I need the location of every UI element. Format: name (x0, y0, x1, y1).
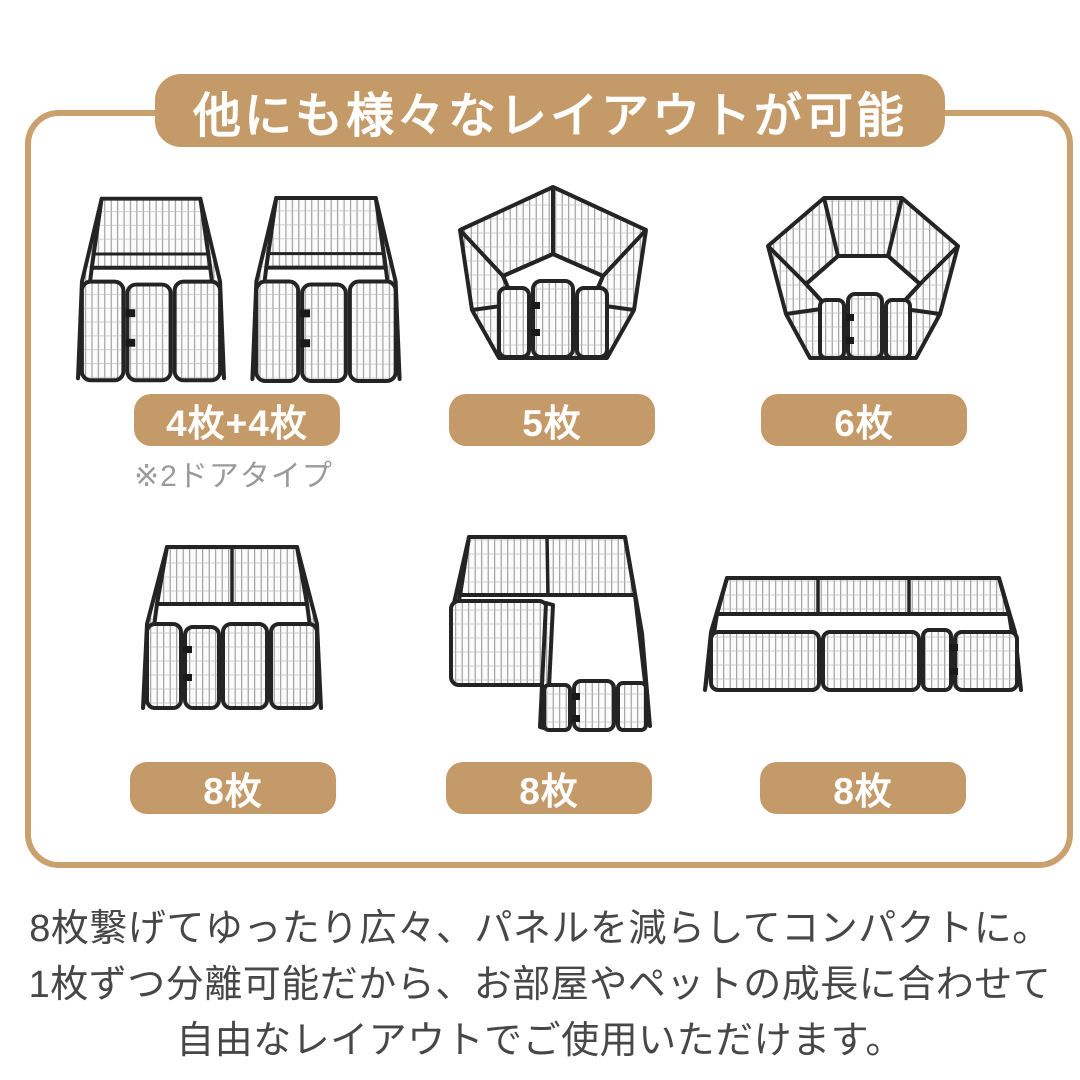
layout-badge-8-rectangle: 8枚 (760, 762, 966, 814)
pen-8panel-square-illustration (141, 542, 323, 712)
layout-badge-8-lshape-label: 8枚 (519, 771, 579, 812)
pen-5panel-pentagon-illustration (455, 184, 651, 362)
description-line-1: 8枚繋げてゆったり広々、パネルを減らしてコンパクトに。 (29, 908, 1051, 950)
two-door-type-note: ※2ドアタイプ (134, 460, 333, 493)
layout-badge-8-square-label: 8枚 (203, 771, 263, 812)
layout-badge-5-label: 5枚 (522, 403, 582, 444)
pen-8panel-rectangle-illustration (701, 574, 1023, 694)
layout-badge-8-rectangle-label: 8枚 (833, 771, 893, 812)
pen-4panel-illustration-a (76, 190, 226, 387)
layout-badge-4plus4: 4枚+4枚 (134, 394, 340, 446)
layout-badge-5: 5枚 (449, 394, 655, 446)
layout-badge-4plus4-label: 4枚+4枚 (166, 403, 308, 444)
layout-badge-6-label: 6枚 (834, 403, 894, 444)
description-line-2: 1枚ずつ分離可能だから、お部屋やペットの成長に合わせて (28, 964, 1052, 1006)
layout-badge-8-square: 8枚 (130, 762, 336, 814)
layout-badge-8-lshape: 8枚 (446, 762, 652, 814)
description-line-3: 自由なレイアウトでご使用いただけます。 (176, 1020, 904, 1062)
section-title-banner: 他にも様々なレイアウトが可能 (155, 74, 945, 147)
pen-8panel-lshape-illustration (446, 533, 652, 733)
description-text: 8枚繋げてゆったり広々、パネルを減らしてコンパクトに。 1枚ずつ分離可能だから、… (0, 901, 1080, 1069)
pen-6panel-hexagon-illustration (764, 194, 962, 362)
pen-4panel-illustration-b (250, 190, 402, 387)
section-title: 他にも様々なレイアウトが可能 (192, 89, 907, 143)
layout-badge-6: 6枚 (761, 394, 967, 446)
